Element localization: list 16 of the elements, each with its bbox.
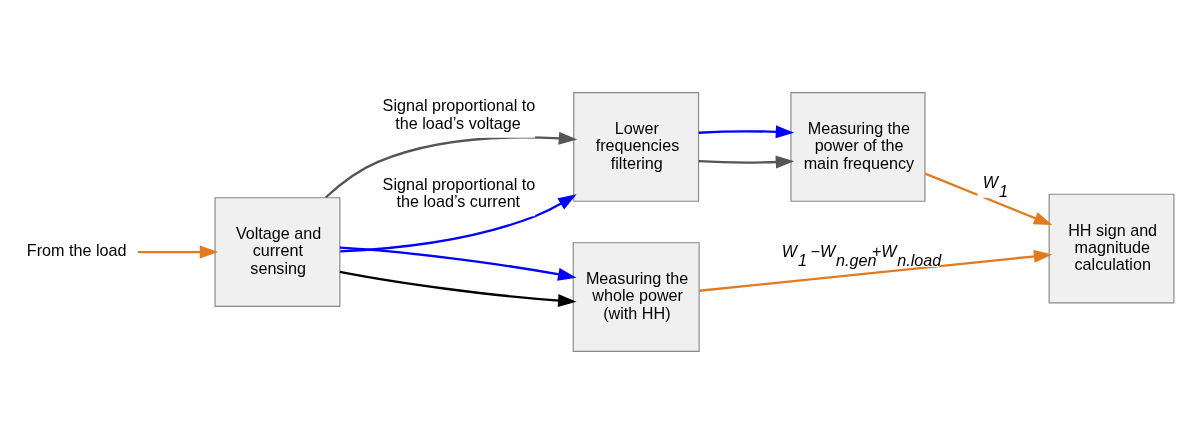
arrow: [325, 131, 578, 199]
node-box: Voltage and current sensing: [214, 197, 341, 307]
arrow: [340, 194, 577, 253]
arrow: [137, 245, 219, 259]
node-text: From the load: [26, 241, 127, 260]
node-box: Measuring the power of the main frequency: [790, 92, 926, 202]
arrow: [698, 125, 795, 139]
arrow: [339, 246, 577, 281]
node-box: HH sign and magnitude calculation: [1048, 193, 1175, 304]
edge-label: Signal proportional to the load’s voltage: [382, 96, 536, 132]
edge-label: Signal proportional to the load’s current: [382, 174, 536, 211]
arrow: [699, 249, 1053, 292]
node-box: Lower frequencies filtering: [573, 92, 700, 202]
arrow: [698, 155, 795, 169]
node-box: Measuring the whole power (with HH): [572, 242, 700, 352]
arrow: [339, 270, 577, 307]
